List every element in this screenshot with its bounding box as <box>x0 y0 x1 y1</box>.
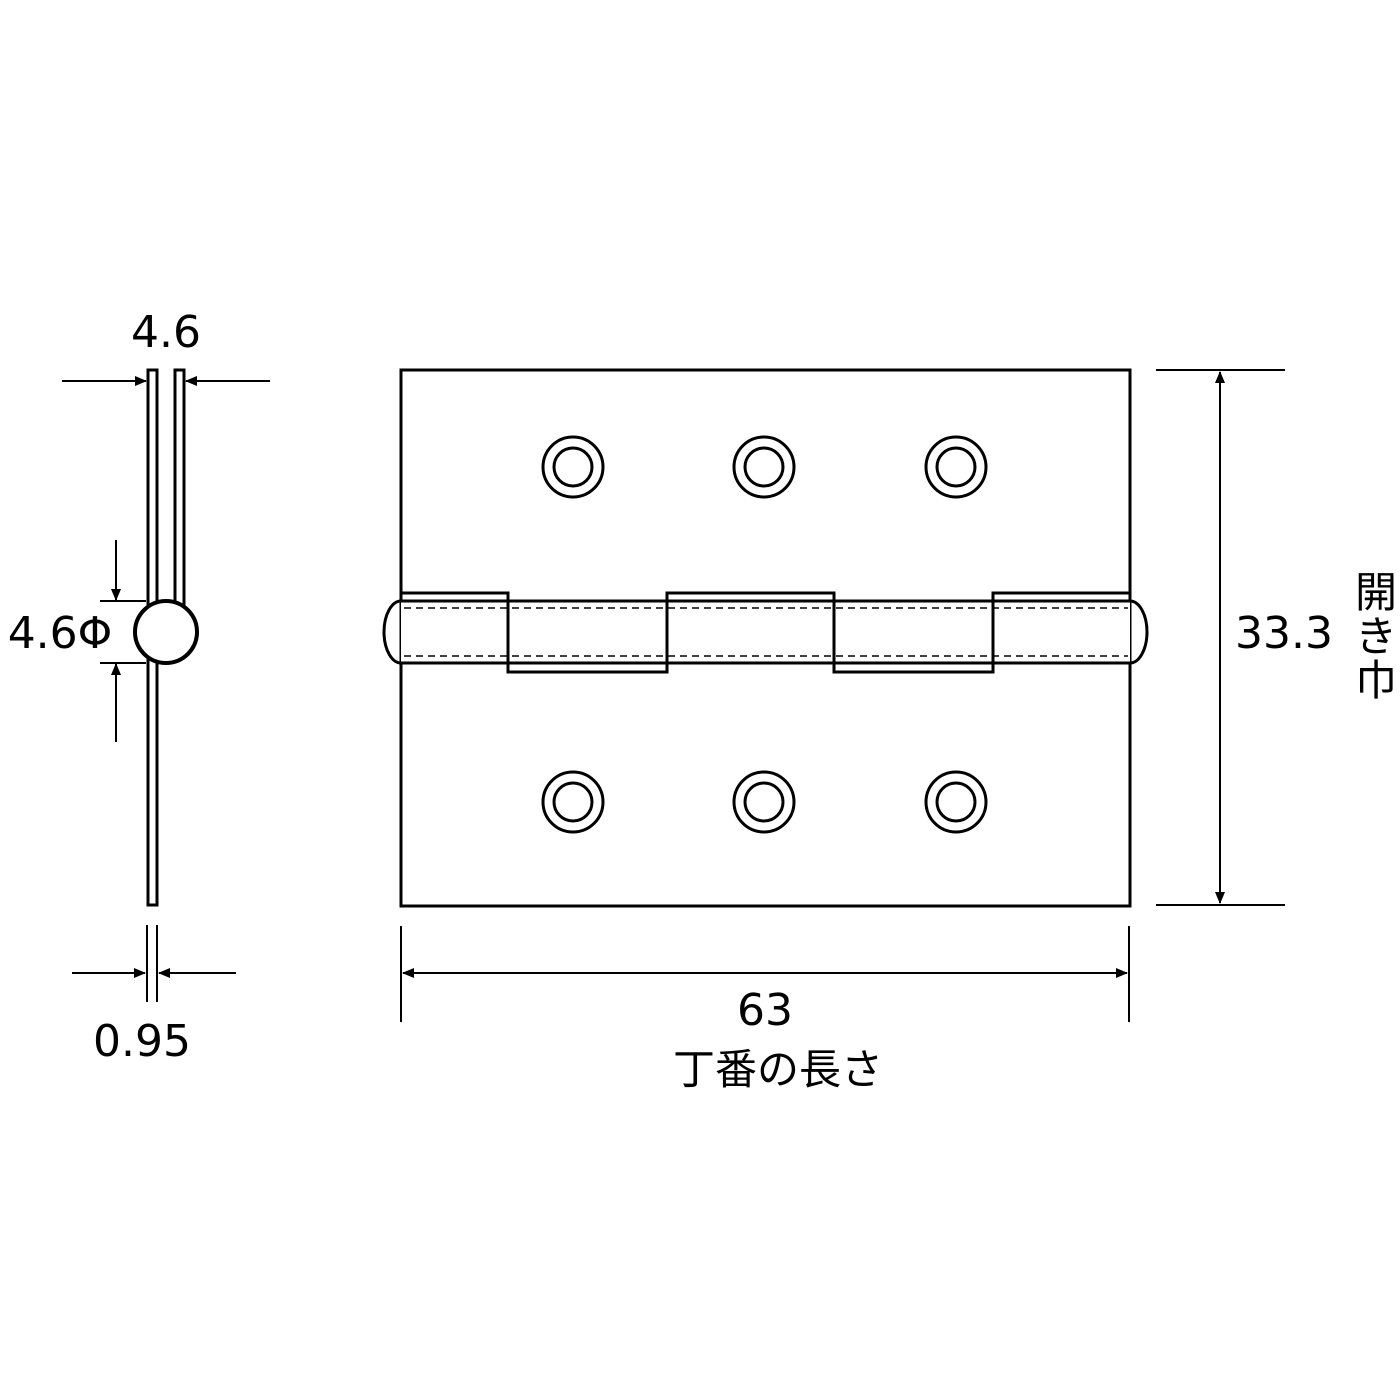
screw-hole-inner <box>935 446 977 488</box>
screw-hole-outer <box>732 770 796 834</box>
pin-diameter-label: 4.6Φ <box>8 608 113 659</box>
height-caption-char: 開 <box>1355 568 1397 617</box>
top-dimension-label: 4.6 <box>131 307 201 358</box>
side-leaf-upper-right <box>173 368 186 607</box>
pin-end-right <box>1129 599 1149 665</box>
screw-holes-bottom <box>541 770 988 834</box>
side-pin-circle <box>133 599 199 665</box>
length-caption: 丁番の長さ <box>673 1045 883 1094</box>
screw-hole-outer <box>924 435 988 499</box>
screw-hole-inner <box>552 781 594 823</box>
screw-hole-inner <box>743 781 785 823</box>
pin-end-left <box>382 599 402 665</box>
screw-holes-top <box>541 435 988 499</box>
screw-hole-inner <box>935 781 977 823</box>
screw-hole-outer <box>924 770 988 834</box>
screw-hole-outer <box>541 770 605 834</box>
side-leaf-upper-left <box>146 368 159 607</box>
screw-hole-inner <box>552 446 594 488</box>
length-value: 63 <box>737 985 793 1036</box>
height-caption-char: き <box>1355 612 1397 661</box>
front-view: 63 丁番の長さ 33.3 開 き 巾 <box>382 368 1397 1094</box>
height-value: 33.3 <box>1235 608 1333 659</box>
side-leaf-lower <box>146 653 159 907</box>
screw-hole-outer <box>732 435 796 499</box>
screw-hole-outer <box>541 435 605 499</box>
height-caption-char: 巾 <box>1355 656 1397 705</box>
screw-hole-inner <box>743 446 785 488</box>
side-view: 4.6 4.6Φ 0.95 <box>8 307 270 1067</box>
knuckle-band <box>382 591 1149 674</box>
bottom-dimension-label: 0.95 <box>93 1016 191 1067</box>
